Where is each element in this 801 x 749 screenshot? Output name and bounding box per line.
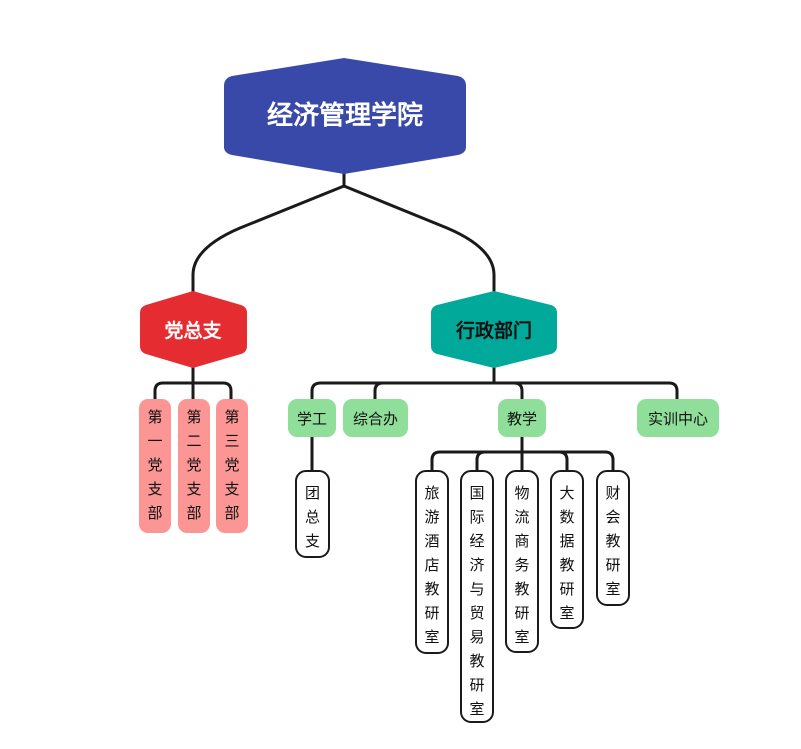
office-accounting: 财会教研室 <box>596 470 630 606</box>
vertical-label-char: 支 <box>186 480 202 498</box>
vertical-label-char: 贸 <box>469 604 485 622</box>
vertical-label-char: 部 <box>224 504 240 522</box>
vertical-label-char: 总 <box>304 508 320 526</box>
office-big-data: 大数据教研室 <box>550 470 584 629</box>
connector-admin-to-departments <box>310 366 679 401</box>
dept-xuegong: 学工 <box>288 399 336 437</box>
vertical-label-char: 教 <box>514 580 530 598</box>
vertical-label-char: 室 <box>469 700 485 718</box>
node-youth-league-branch: 团总支 <box>295 470 330 558</box>
root-hexagon <box>224 58 466 174</box>
vertical-label-char: 教 <box>605 532 621 550</box>
vertical-label-char: 研 <box>605 556 621 574</box>
dept-teaching-label: 教学 <box>506 409 537 428</box>
vertical-label-char: 财 <box>605 484 621 502</box>
vertical-label-char: 党 <box>147 456 163 474</box>
vertical-label-char: 酒 <box>424 532 440 550</box>
connector-teaching-to-offices <box>430 435 615 472</box>
vertical-label-char: 游 <box>424 508 440 526</box>
vertical-label-char: 第 <box>224 408 240 426</box>
vertical-label-char: 物 <box>514 484 530 502</box>
dept-general-office: 综合办 <box>343 399 408 437</box>
party-branch-1: 第一党支部 <box>139 399 171 533</box>
vertical-label-char: 研 <box>424 604 440 622</box>
dept-training-center: 实训中心 <box>637 399 719 437</box>
vertical-label-char: 教 <box>424 580 440 598</box>
vertical-label-char: 党 <box>224 456 240 474</box>
party-branch-3: 第三党支部 <box>216 399 248 533</box>
vertical-label-char: 经 <box>469 532 485 550</box>
vertical-label-char: 部 <box>186 504 202 522</box>
vertical-label-char: 商 <box>514 532 530 550</box>
party-branch-2: 第二党支部 <box>178 399 210 533</box>
dept-general-office-label: 综合办 <box>352 409 398 428</box>
vertical-label-char: 教 <box>469 652 485 670</box>
vertical-label-char: 旅 <box>424 484 440 502</box>
vertical-label-char: 教 <box>559 556 575 574</box>
connector-root-to-admin <box>342 184 496 293</box>
vertical-label-char: 研 <box>469 676 485 694</box>
party-hexagon <box>140 291 247 368</box>
party-label: 党总支 <box>164 319 222 342</box>
office-tourism-hotel: 旅游酒店教研室 <box>415 470 449 654</box>
vertical-label-char: 支 <box>304 532 320 550</box>
admin-label: 行政部门 <box>455 319 532 342</box>
connector-root-to-party <box>191 172 346 293</box>
vertical-label-char: 研 <box>514 604 530 622</box>
vertical-label-char: 党 <box>186 456 202 474</box>
vertical-label-char: 室 <box>605 580 621 598</box>
vertical-label-char: 一 <box>147 432 163 450</box>
vertical-label-char: 与 <box>469 580 485 598</box>
vertical-label-char: 室 <box>424 628 440 646</box>
root-node: 经济管理学院 <box>224 58 466 174</box>
vertical-label-char: 部 <box>147 504 163 522</box>
dept-xuegong-label: 学工 <box>296 409 327 428</box>
vertical-label-char: 会 <box>605 508 621 526</box>
vertical-label-char: 二 <box>186 432 202 450</box>
root-label: 经济管理学院 <box>267 100 423 131</box>
connector-party-to-branches <box>153 366 233 401</box>
vertical-label-char: 室 <box>514 628 530 646</box>
dept-teaching: 教学 <box>498 399 546 437</box>
vertical-label-char: 第 <box>186 408 202 426</box>
vertical-label-char: 数 <box>559 508 575 526</box>
vertical-label-char: 支 <box>147 480 163 498</box>
vertical-label-char: 国 <box>469 484 485 502</box>
vertical-label-char: 际 <box>469 508 485 526</box>
vertical-label-char: 室 <box>559 604 575 622</box>
vertical-label-char: 易 <box>469 628 485 646</box>
vertical-label-char: 据 <box>559 532 575 550</box>
admin-hexagon <box>431 291 557 368</box>
vertical-label-char: 支 <box>224 480 240 498</box>
office-logistics-commerce: 物流商务教研室 <box>505 470 539 653</box>
vertical-label-char: 店 <box>424 556 440 574</box>
connectors <box>153 172 679 472</box>
vertical-label-char: 三 <box>224 432 240 450</box>
branch-node-admin: 行政部门 <box>431 291 557 368</box>
vertical-label-char: 济 <box>469 556 485 574</box>
dept-training-center-label: 实训中心 <box>647 409 708 428</box>
vertical-label-char: 第 <box>147 408 163 426</box>
branch-node-party: 党总支 <box>140 291 247 368</box>
vertical-label-char: 团 <box>304 484 320 502</box>
vertical-label-char: 研 <box>559 580 575 598</box>
office-international-trade: 国际经济与贸易教研室 <box>460 470 494 723</box>
vertical-label-char: 大 <box>559 484 575 502</box>
vertical-label-char: 务 <box>514 556 530 574</box>
vertical-label-char: 流 <box>514 508 530 526</box>
